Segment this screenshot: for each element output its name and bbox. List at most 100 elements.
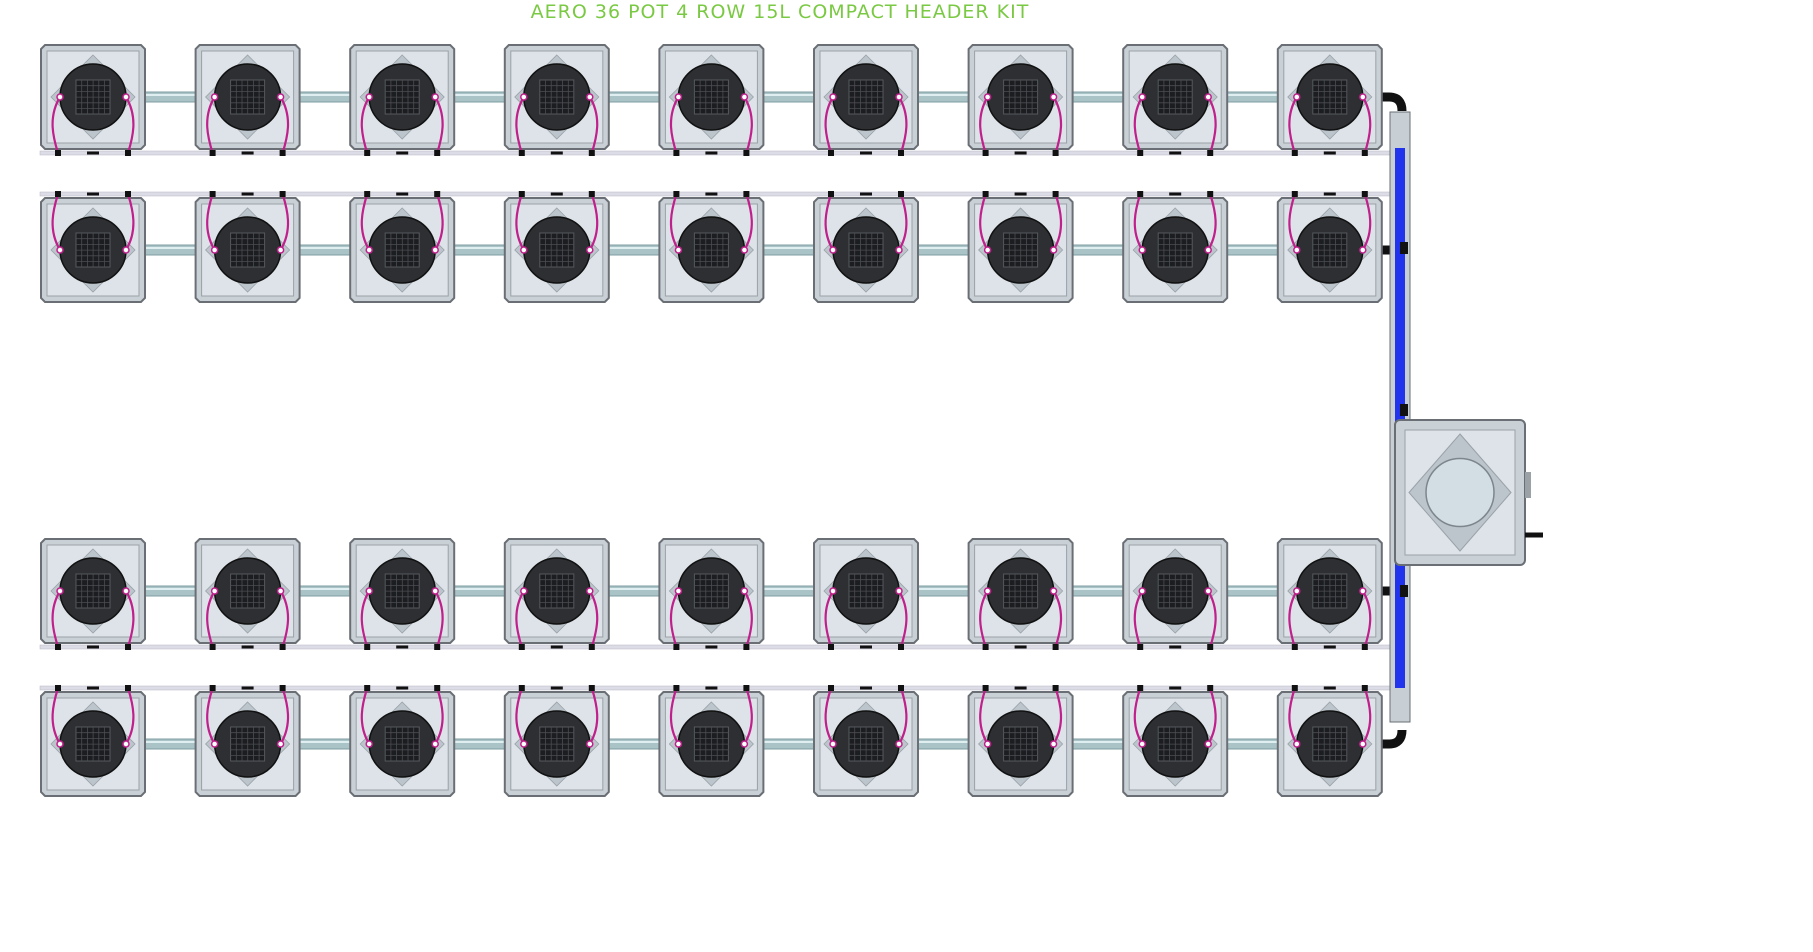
line-clip [828,191,834,197]
pot-19 [40,538,146,650]
drip-nozzle [1049,740,1058,748]
line-clip [396,645,409,649]
pot-32 [658,685,765,797]
drip-line [360,687,371,745]
drip-nozzle [586,740,594,748]
line-clip [125,685,131,691]
pot-22 [503,538,610,650]
drip-line [979,590,989,648]
drip-line [360,96,371,154]
line-clip [434,644,441,650]
drip-nozzle [1359,93,1367,101]
line-clip [434,150,441,156]
drip-line [1288,687,1298,745]
drip-line [824,590,834,648]
drip-line [1133,96,1144,154]
line-clip [1137,191,1144,197]
line-clip [209,150,216,156]
drip-nozzle [1049,93,1058,101]
line-clip [588,191,595,197]
drip-line [824,96,834,154]
drip-line [1207,590,1217,648]
line-clip [1169,645,1182,649]
drip-nozzle [520,93,528,101]
line-clip [743,150,750,156]
drip-nozzle [674,246,683,254]
drip-line [669,193,680,251]
drip-line [434,590,444,648]
line-clip [1052,644,1059,650]
line-clip [550,686,563,690]
pot-6 [813,44,919,156]
elbow-fitting [1369,729,1407,749]
line-clip [364,644,371,650]
drip-line [515,96,525,154]
line-clip [860,686,872,690]
drip-nozzle [829,587,837,595]
line-clip [1052,685,1059,691]
drip-nozzle [210,93,219,101]
drip-line [51,96,61,154]
pot-18 [1276,191,1383,303]
line-clip [550,192,563,196]
pot-12 [349,191,456,303]
drip-line [360,193,371,251]
pot-36 [1276,685,1383,797]
line-clip [673,150,680,156]
drip-line [1207,193,1217,251]
drip-nozzle [276,740,285,748]
drip-line [1361,193,1372,251]
drip-line [125,590,135,648]
pot-10 [40,191,146,303]
line-clip [828,644,834,650]
line-clip [518,150,525,156]
drip-nozzle [276,93,285,101]
line-clip [279,644,286,650]
pot-15 [813,191,919,303]
pot-8 [1122,44,1229,156]
drip-nozzle [210,587,219,595]
drip-line [669,687,680,745]
drip-nozzle [276,246,285,254]
drip-nozzle [520,587,528,595]
drip-line [1052,687,1063,745]
line-clip [1014,151,1027,155]
drip-nozzle [56,246,64,254]
drip-line [206,193,216,251]
line-clip [1361,644,1368,650]
header-pipe [1389,111,1411,723]
pot-grid [40,44,1383,797]
drip-line [669,590,680,648]
reservoir-lid [1425,457,1495,528]
line-clip [982,685,989,691]
drip-nozzle [829,93,837,101]
line-clip [1361,191,1368,197]
line-clip [279,150,286,156]
drip-line [979,687,989,745]
line-clip [828,685,834,691]
drip-line [515,193,525,251]
drip-line [1133,590,1144,648]
drip-nozzle [56,740,64,748]
drip-nozzle [740,740,749,748]
line-clip [898,644,904,650]
line-clip [1323,645,1336,649]
line-clip [743,685,750,691]
header-tee [1400,585,1408,597]
line-clip [550,151,563,155]
line-clip [55,150,61,156]
line-clip [1137,685,1144,691]
header-pipe-core [1395,148,1405,688]
line-clip [518,685,525,691]
drip-line [669,96,680,154]
line-clip [1323,151,1336,155]
drip-line [898,193,908,251]
line-clip [828,150,834,156]
drip-line [588,96,599,154]
drip-line [1133,687,1144,745]
line-clip [87,192,99,196]
drip-line [898,96,908,154]
drip-nozzle [1138,246,1146,254]
line-clip [241,645,254,649]
line-clip [209,685,216,691]
